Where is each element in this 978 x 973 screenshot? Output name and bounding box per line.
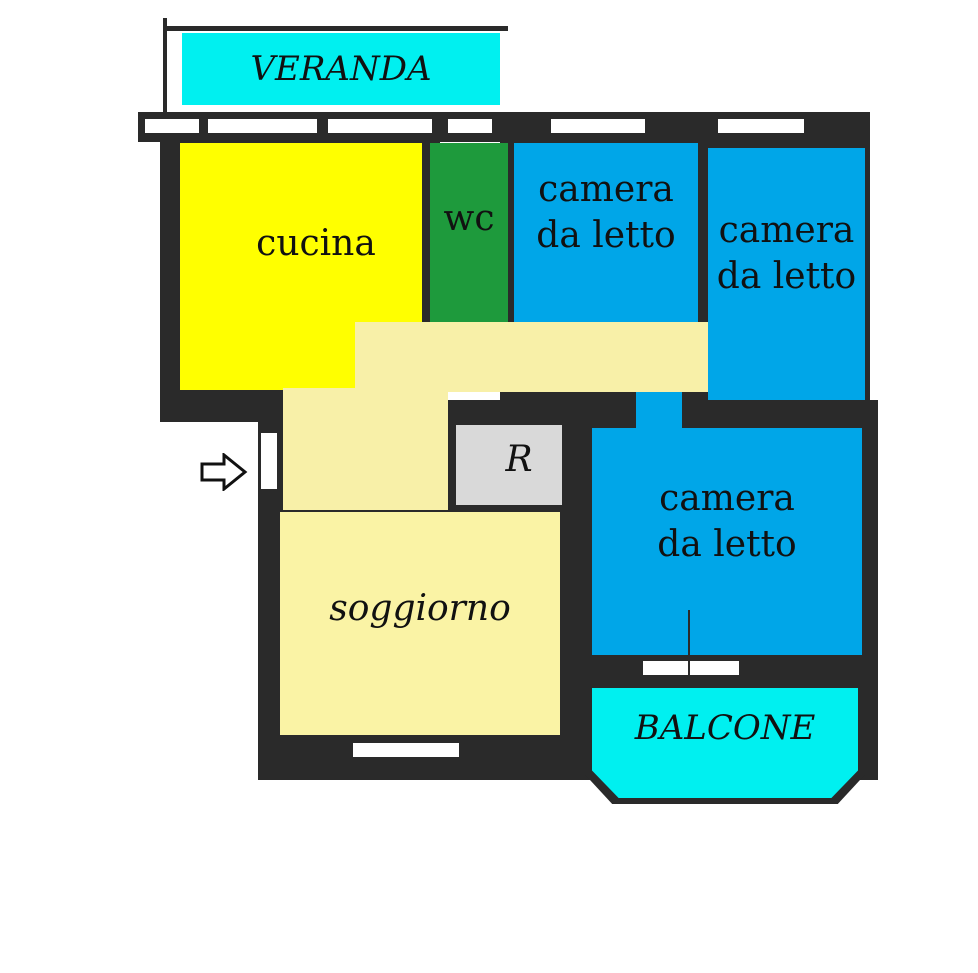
wall	[163, 26, 508, 31]
room-wc: wc	[430, 143, 508, 325]
window	[548, 116, 648, 136]
room-label: cucina	[256, 223, 376, 264]
room-label: soggiorno	[329, 587, 511, 629]
corridor	[355, 322, 708, 392]
room-label: R	[505, 439, 533, 480]
entrance-door	[258, 430, 280, 492]
window	[142, 116, 202, 136]
wall	[688, 610, 690, 720]
window	[205, 116, 320, 136]
window	[325, 116, 435, 136]
room-balcone-fill: BALCONE	[592, 688, 858, 798]
room-soggiorno: soggiorno	[280, 512, 560, 735]
room-label: VERANDA	[250, 49, 432, 89]
room-camera-2: camera da letto	[708, 148, 865, 400]
corridor	[283, 388, 448, 510]
room-camera-1: camera da letto	[514, 143, 698, 323]
window	[640, 658, 742, 678]
room-veranda: VERANDA	[182, 33, 500, 105]
window	[715, 116, 807, 136]
wall	[160, 400, 260, 422]
window	[445, 116, 495, 136]
arrow-right-icon	[200, 453, 248, 491]
corridor	[636, 392, 682, 432]
room-label: wc	[443, 198, 495, 239]
window	[350, 740, 462, 760]
room-label: BALCONE	[634, 708, 816, 748]
room-label: camera da letto	[536, 169, 676, 256]
room-label: camera da letto	[716, 210, 857, 297]
room-ripostiglio: R	[456, 425, 562, 505]
room-camera-3: camera da letto	[592, 428, 862, 655]
room-label: camera da letto	[657, 477, 797, 565]
